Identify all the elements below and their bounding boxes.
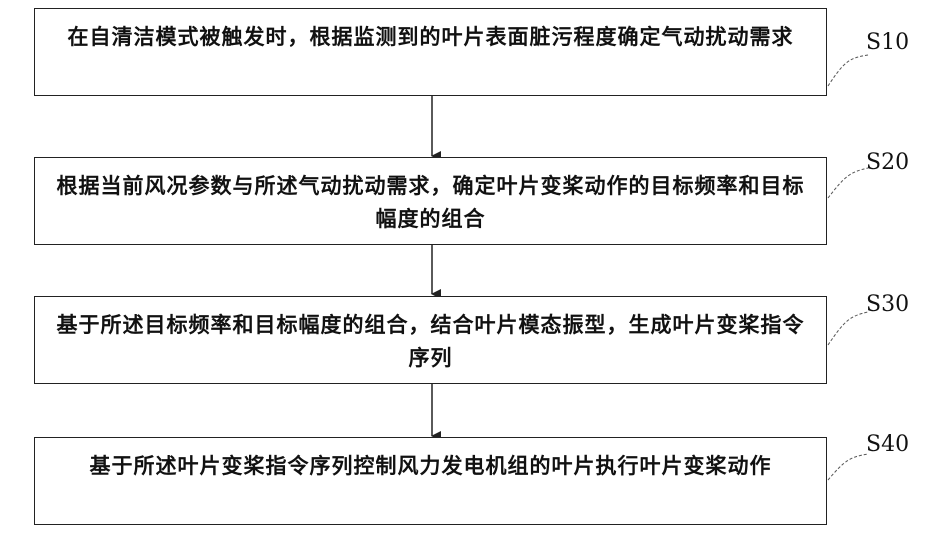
step-label-s10: S10 [866, 30, 909, 55]
step-box-s40: 基于所述叶片变桨指令序列控制风力发电机组的叶片执行叶片变桨动作 [34, 437, 827, 525]
step-label-s40: S40 [866, 432, 909, 457]
leader-line-s10 [828, 55, 868, 86]
step-box-s10: 在自清洁模式被触发时，根据监测到的叶片表面脏污程度确定气动扰动需求 [34, 8, 827, 96]
step-text-s20: 根据当前风况参数与所述气动扰动需求，确定叶片变桨动作的目标频率和目标幅度的组合 [49, 170, 812, 236]
step-label-s30: S30 [866, 292, 909, 317]
leader-line-s30 [828, 312, 868, 345]
leader-line-s20 [828, 168, 868, 198]
step-text-s10: 在自清洁模式被触发时，根据监测到的叶片表面脏污程度确定气动扰动需求 [49, 21, 812, 54]
step-text-s40: 基于所述叶片变桨指令序列控制风力发电机组的叶片执行叶片变桨动作 [49, 450, 812, 483]
step-text-s30: 基于所述目标频率和目标幅度的组合，结合叶片模态振型，生成叶片变桨指令序列 [49, 309, 812, 375]
step-box-s30: 基于所述目标频率和目标幅度的组合，结合叶片模态振型，生成叶片变桨指令序列 [34, 296, 827, 384]
leader-line-s40 [828, 454, 868, 480]
step-label-s20: S20 [866, 150, 909, 175]
step-box-s20: 根据当前风况参数与所述气动扰动需求，确定叶片变桨动作的目标频率和目标幅度的组合 [34, 157, 827, 245]
